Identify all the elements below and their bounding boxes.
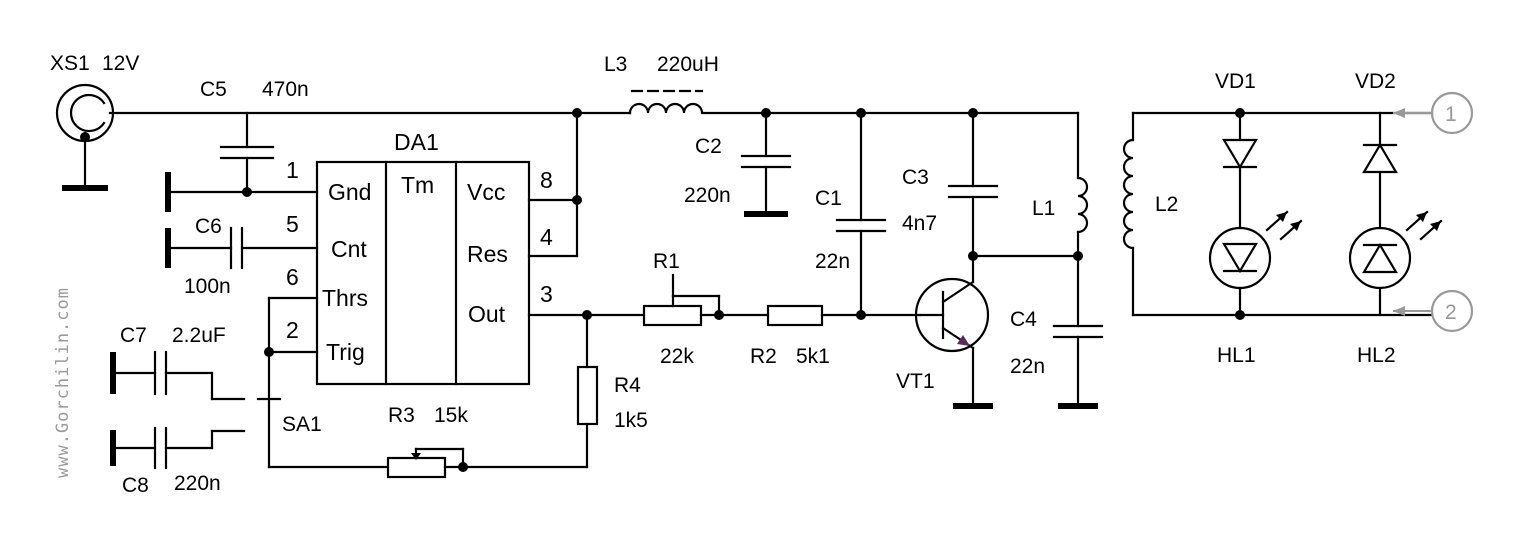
l3-ref: L3 — [604, 53, 627, 76]
c2-value: 220n — [684, 184, 731, 207]
c4-value: 22n — [1010, 355, 1045, 378]
r4-value: 1k5 — [614, 409, 648, 432]
c6-ref: C6 — [195, 215, 222, 238]
pin-num-5: 5 — [286, 211, 299, 237]
c8-ref: C8 — [122, 474, 149, 497]
pin-num-3: 3 — [540, 281, 553, 307]
c7-capacitor — [110, 350, 246, 401]
da1-ref: DA1 — [394, 129, 439, 155]
c7-value: 2.2uF — [172, 324, 226, 347]
c1-ref: C1 — [815, 187, 842, 210]
r3-ref: R3 — [388, 404, 415, 427]
pin-name-vcc: Vcc — [467, 179, 505, 205]
xs1-label: XS1 — [50, 52, 90, 75]
l2-ref: L2 — [1155, 193, 1178, 216]
c3-value: 4n7 — [902, 212, 937, 235]
c1-value: 22n — [815, 250, 850, 273]
da1-ic — [315, 160, 531, 386]
marker-2-label: 2 — [1445, 301, 1457, 324]
pin-name-trig: Trig — [326, 339, 365, 365]
l1-ref: L1 — [1032, 197, 1055, 220]
r2-ref: R2 — [750, 345, 777, 368]
hl2-ref: HL2 — [1357, 344, 1396, 367]
c6-value: 100n — [184, 275, 231, 298]
l3-value: 220uH — [657, 53, 719, 76]
c3-capacitor — [947, 108, 1080, 261]
pin-num-1: 1 — [286, 157, 299, 183]
pin-num-6: 6 — [286, 264, 299, 290]
vd1-ref: VD1 — [1215, 70, 1256, 93]
watermark: www.Gorchilin.com — [53, 287, 73, 478]
vd2-diode — [1362, 111, 1398, 230]
r1-value: 22k — [660, 345, 694, 368]
pin-name-thrs: Thrs — [322, 285, 368, 311]
r2-resistor — [766, 304, 922, 327]
r2-value: 5k1 — [796, 345, 830, 368]
c5-capacitor — [219, 111, 275, 194]
pin-num-4: 4 — [540, 224, 553, 250]
c6-capacitor — [165, 226, 319, 270]
r4-ref: R4 — [614, 374, 641, 397]
c5-value: 470n — [262, 78, 309, 101]
pin-num-2: 2 — [286, 317, 299, 343]
xs1-connector — [55, 83, 115, 191]
pin-num-8: 8 — [540, 167, 553, 193]
hl2-led — [1348, 210, 1443, 317]
pin-name-cnt: Cnt — [331, 236, 367, 262]
l3-inductor — [628, 89, 704, 115]
c8-capacitor — [110, 426, 246, 470]
marker-1-label: 1 — [1445, 103, 1457, 126]
pin-name-gnd: Gnd — [328, 179, 371, 205]
vt1-ref: VT1 — [896, 370, 935, 393]
c2-ref: C2 — [695, 135, 722, 158]
c5-ref: C5 — [200, 78, 227, 101]
vd1-diode — [1222, 111, 1258, 230]
c4-capacitor — [1052, 324, 1104, 409]
c4-ref: C4 — [1010, 308, 1037, 331]
l2-inductor — [1122, 111, 1135, 317]
pin-name-out: Out — [468, 301, 506, 327]
pin-name-res: Res — [467, 241, 508, 267]
hl1-ref: HL1 — [1217, 344, 1256, 367]
vt1-transistor — [914, 254, 993, 409]
r1-potentiometer — [642, 273, 770, 327]
c3-ref: C3 — [902, 166, 929, 189]
l1-inductor — [1073, 111, 1089, 328]
r1-ref: R1 — [653, 250, 680, 273]
sa1-ref: SA1 — [282, 413, 322, 436]
c1-capacitor — [835, 108, 887, 317]
c8-value: 220n — [174, 472, 221, 495]
vd2-ref: VD2 — [1355, 70, 1396, 93]
hl1-led — [1208, 210, 1303, 317]
r3-value: 15k — [434, 404, 468, 427]
c7-ref: C7 — [120, 324, 147, 347]
r3-potentiometer — [386, 447, 589, 479]
xs1-voltage: 12V — [102, 52, 139, 75]
c2-capacitor — [740, 108, 792, 217]
da1-center-label: Tm — [401, 172, 434, 198]
r4-resistor — [576, 313, 599, 469]
marker-1 — [1393, 91, 1474, 135]
marker-2 — [1393, 289, 1474, 333]
